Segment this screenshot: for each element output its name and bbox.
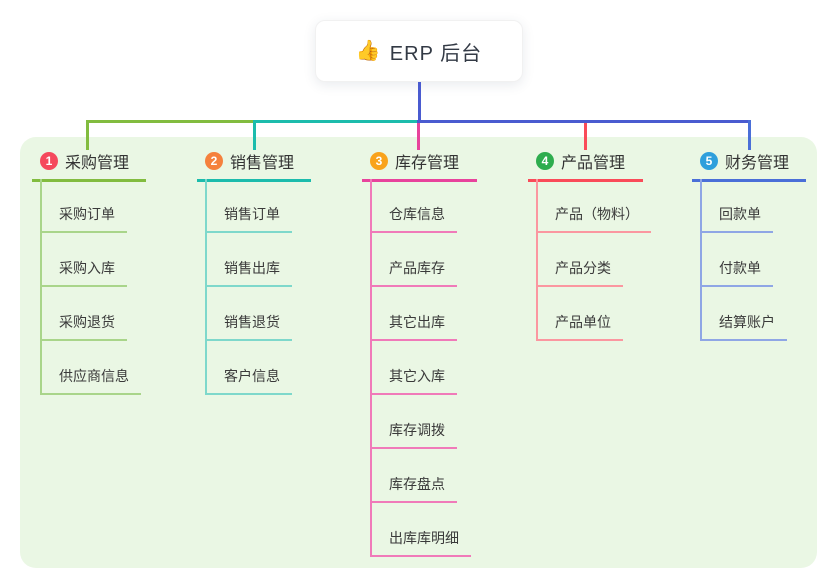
child-row: 出库库明细 [372,503,471,557]
branch-title: 产品管理 [561,155,626,172]
child-node[interactable]: 采购退货 [42,312,127,341]
branch-title: 销售管理 [230,155,295,172]
child-row: 销售退货 [207,287,292,341]
child-row: 产品分类 [538,233,651,287]
child-node[interactable]: 采购入库 [42,258,127,287]
child-node[interactable]: 销售订单 [207,204,292,233]
branch-title: 库存管理 [395,155,460,172]
child-row: 回款单 [702,179,787,233]
branch-title: 采购管理 [65,155,130,172]
child-row: 付款单 [702,233,787,287]
child-node[interactable]: 产品（物料） [538,204,651,233]
child-row: 采购订单 [42,179,141,233]
child-row: 其它入库 [372,341,471,395]
child-node[interactable]: 其它出库 [372,312,457,341]
child-row: 产品单位 [538,287,651,341]
branch-drop-line [416,123,420,150]
branch-node-5[interactable]: 5 财务管理 [692,146,806,182]
child-row: 销售订单 [207,179,292,233]
branch-number-badge: 1 [40,152,58,170]
rail-segment-blue [416,120,751,123]
branch-node-2[interactable]: 2 销售管理 [197,146,311,182]
branch-number-badge: 2 [205,152,223,170]
branch-children: 采购订单采购入库采购退货供应商信息 [40,179,141,395]
child-row: 客户信息 [207,341,292,395]
rail-segment-green [85,120,253,123]
child-node[interactable]: 采购订单 [42,204,127,233]
root-node-title: ERP 后台 [389,42,483,65]
child-row: 库存盘点 [372,449,471,503]
branches-background-panel [20,137,817,568]
child-row: 结算账户 [702,287,787,341]
child-row: 采购退货 [42,287,141,341]
branch-node-3[interactable]: 3 库存管理 [362,146,477,182]
child-node[interactable]: 库存盘点 [372,474,457,503]
rail-segment-teal [252,120,417,123]
branch-children: 仓库信息产品库存其它出库其它入库库存调拨库存盘点出库库明细 [370,179,471,557]
child-node[interactable]: 库存调拨 [372,420,457,449]
branch-node-4[interactable]: 4 产品管理 [528,146,643,182]
branch-drop-line [252,120,256,150]
child-row: 其它出库 [372,287,471,341]
child-row: 销售出库 [207,233,292,287]
child-row: 供应商信息 [42,341,141,395]
child-row: 产品库存 [372,233,471,287]
child-node[interactable]: 产品库存 [372,258,457,287]
branch-drop-line [583,123,587,150]
branch-children: 产品（物料） 产品分类产品单位 [536,179,651,341]
root-node-erp[interactable]: 👍 ERP 后台 [315,20,523,82]
root-connector-line [417,82,421,120]
child-node[interactable]: 客户信息 [207,366,292,395]
child-node[interactable]: 销售出库 [207,258,292,287]
branch-children: 回款单付款单结算账户 [700,179,787,341]
child-row: 采购入库 [42,233,141,287]
child-node[interactable]: 产品分类 [538,258,623,287]
branch-number-badge: 3 [370,152,388,170]
child-node[interactable]: 其它入库 [372,366,457,395]
child-node[interactable]: 付款单 [702,258,773,287]
child-row: 产品（物料） [538,179,651,233]
child-node[interactable]: 仓库信息 [372,204,457,233]
child-node[interactable]: 产品单位 [538,312,623,341]
branch-title: 财务管理 [725,155,790,172]
child-row: 仓库信息 [372,179,471,233]
child-node[interactable]: 供应商信息 [42,366,141,395]
child-row: 库存调拨 [372,395,471,449]
thumbs-up-icon: 👍 [355,40,381,62]
branch-children: 销售订单销售出库销售退货客户信息 [205,179,292,395]
child-node[interactable]: 回款单 [702,204,773,233]
child-node[interactable]: 销售退货 [207,312,292,341]
branch-drop-line [85,120,89,150]
branch-number-badge: 5 [700,152,718,170]
branch-number-badge: 4 [536,152,554,170]
child-node[interactable]: 结算账户 [702,312,787,341]
branch-node-1[interactable]: 1 采购管理 [32,146,146,182]
child-node[interactable]: 出库库明细 [372,528,471,557]
branch-drop-line [747,120,751,150]
